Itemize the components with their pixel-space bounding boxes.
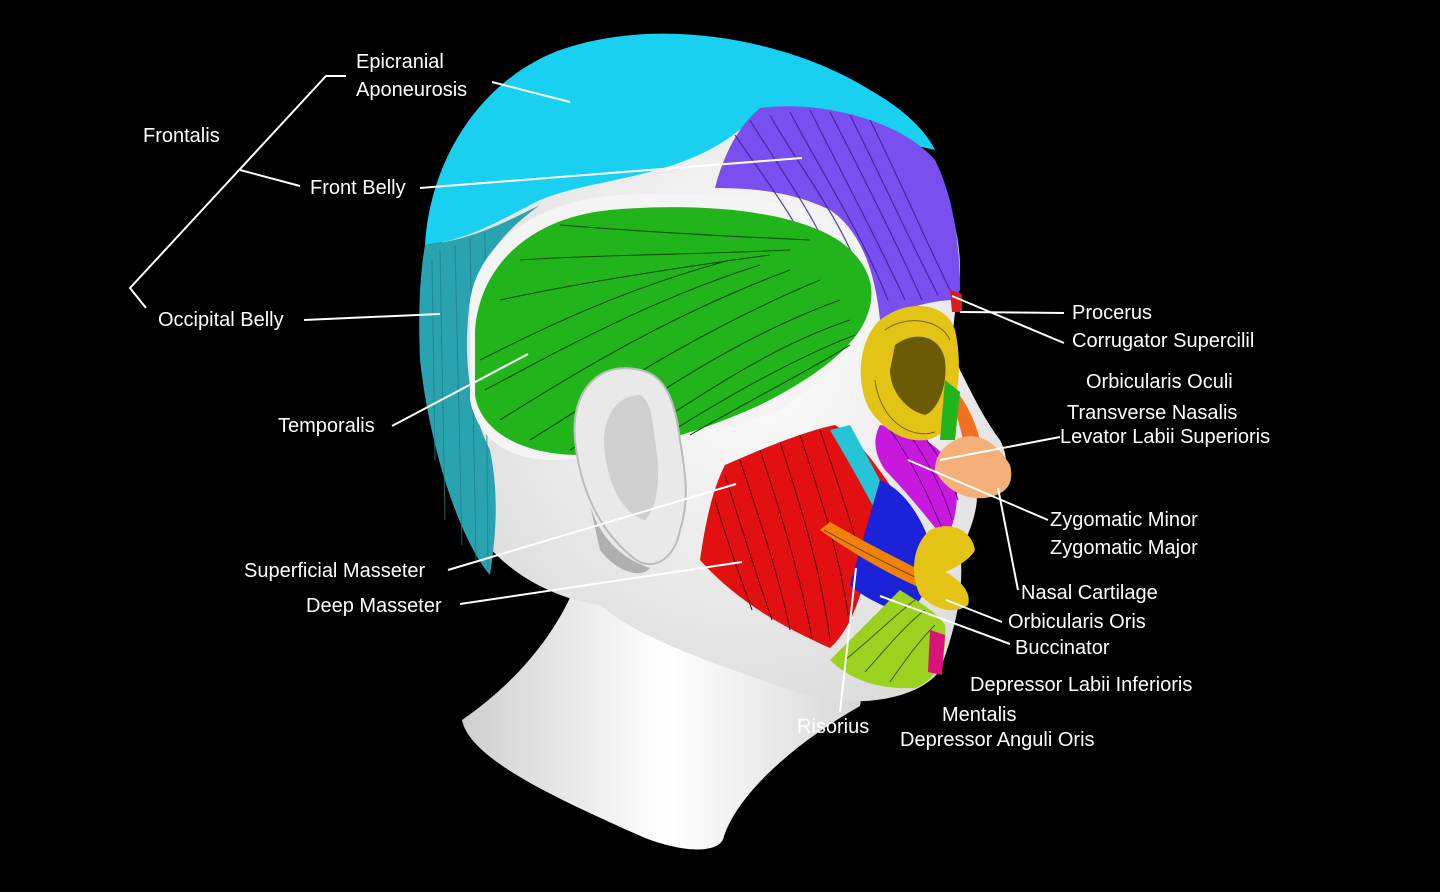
label-frontalis: Frontalis <box>143 125 220 147</box>
label-depressor-anguli: Depressor Anguli Oris <box>900 729 1095 751</box>
frontalis-bracket-mid <box>239 169 301 187</box>
label-deep-masseter: Deep Masseter <box>306 595 442 617</box>
nasal-cartilage <box>935 436 1012 499</box>
label-superficial-masseter: Superficial Masseter <box>244 560 426 582</box>
label-zygomatic-major: Zygomatic Major <box>1050 537 1198 559</box>
epicranial-aponeurosis-muscle <box>425 33 935 245</box>
masseter-muscle <box>700 425 900 648</box>
superficial-masseter-leader <box>447 483 737 571</box>
epicranial-leader <box>491 81 571 103</box>
occipital-belly-muscle <box>419 205 540 575</box>
levator-labii-leader <box>939 436 1061 461</box>
label-nasal-cartilage: Nasal Cartilage <box>1021 582 1158 604</box>
label-epicranial-1: Epicranial <box>356 51 444 73</box>
label-depressor-labii: Depressor Labii Inferioris <box>970 674 1193 696</box>
label-levator-labii: Levator Labii Superioris <box>1060 426 1271 448</box>
label-procerus: Procerus <box>1072 302 1153 324</box>
label-transverse-nasalis: Transverse Nasalis <box>1067 402 1238 424</box>
risorius-muscle <box>820 522 930 590</box>
label-orbicularis-oris: Orbicularis Oris <box>1008 611 1146 633</box>
label-temporalis: Temporalis <box>278 415 375 437</box>
risorius-leader <box>839 567 857 713</box>
zygomatic-minor-leader <box>907 459 1049 521</box>
temporalis-leader <box>391 353 529 427</box>
label-corrugator: Corrugator Supercilil <box>1072 330 1255 352</box>
label-zygomatic-minor: Zygomatic Minor <box>1050 509 1198 531</box>
label-orbicularis-oculi: Orbicularis Oculi <box>1086 371 1233 393</box>
buccinator-leader <box>879 595 1011 645</box>
label-front-belly: Front Belly <box>310 177 406 199</box>
front-belly-leader <box>419 157 803 189</box>
deep-masseter-leader <box>459 561 743 605</box>
procerus-leader <box>959 311 1065 314</box>
corrugator-leader <box>951 295 1065 344</box>
temporalis-muscle <box>475 207 872 455</box>
frontalis-bracket <box>128 75 346 309</box>
levator-labii-muscle <box>940 380 960 440</box>
label-buccinator: Buccinator <box>1015 637 1110 659</box>
label-risorius: Risorius <box>797 716 870 738</box>
occipital-belly-leader <box>303 313 441 321</box>
label-epicranial-2: Aponeurosis <box>356 79 468 101</box>
nasal-cartilage-leader <box>997 487 1019 591</box>
label-occipital-belly: Occipital Belly <box>158 309 284 331</box>
orbicularis-oris-muscle <box>914 526 975 611</box>
label-mentalis: Mentalis <box>942 704 1017 726</box>
orbicularis-oris-leader <box>945 599 1003 623</box>
depressor-muscles <box>830 590 946 689</box>
